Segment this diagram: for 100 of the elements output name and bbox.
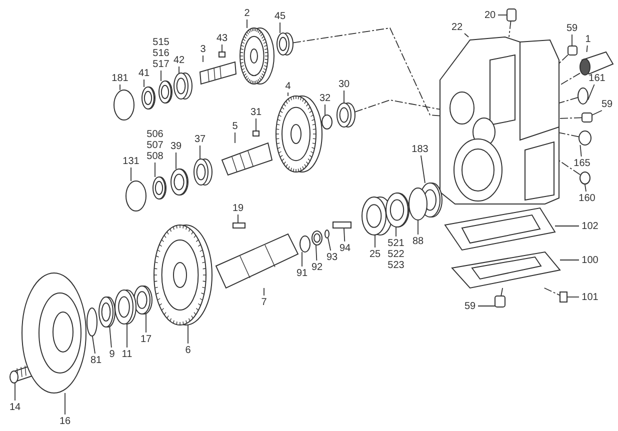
- callout-number: 16: [58, 416, 72, 426]
- callout-number: 2: [243, 8, 251, 18]
- leader-line: [154, 162, 156, 178]
- input-pinion-drawing: [580, 51, 614, 76]
- bolt-drawing: [332, 222, 352, 228]
- leader-line: [498, 14, 508, 16]
- callout-number: 506 507 508: [145, 128, 165, 162]
- washer-drawing: [324, 230, 330, 238]
- assembly-centerline: [500, 288, 504, 296]
- assembly-centerline: [292, 28, 440, 116]
- cover-cap-drawing: [114, 90, 134, 120]
- assembly-centerline: [558, 97, 578, 104]
- leader-line: [464, 33, 469, 38]
- gear-drawing: [240, 28, 274, 84]
- assembly-centerline: [558, 54, 568, 64]
- callout-number: 17: [139, 334, 153, 344]
- callout-number: 91: [295, 268, 309, 278]
- leader-line: [234, 132, 236, 144]
- leader-line: [580, 144, 582, 157]
- shim-ring-drawing: [158, 80, 172, 104]
- callout-number: 88: [411, 236, 425, 246]
- bearing-drawing: [114, 290, 136, 324]
- callout-number: 59: [463, 300, 477, 312]
- callout-number: 515 516 517: [151, 36, 171, 70]
- callout-number: 59: [600, 98, 614, 110]
- leader-line: [92, 336, 96, 354]
- assembly-centerline: [544, 288, 560, 296]
- callout-number: 81: [89, 354, 103, 366]
- callout-number: 7: [260, 296, 268, 308]
- sight-glass-drawing: [578, 130, 592, 146]
- leader-line: [328, 238, 332, 251]
- cap-drawing: [578, 88, 588, 104]
- callout-number: 41: [137, 68, 151, 78]
- leader-line: [109, 326, 112, 348]
- leader-line: [584, 184, 586, 192]
- shim-ring-drawing: [152, 176, 166, 200]
- leader-line: [374, 234, 376, 248]
- gear-drawing: [154, 224, 212, 326]
- callout-number: 11: [120, 348, 134, 360]
- bearing-drawing: [276, 32, 294, 56]
- plug-drawing: [494, 296, 506, 308]
- leader-line: [126, 324, 128, 348]
- callout-number: 131: [121, 156, 141, 166]
- callout-number: 37: [193, 134, 207, 144]
- leader-line: [130, 167, 132, 182]
- pinion-shaft-drawing: [221, 142, 273, 176]
- plug-drawing: [582, 112, 592, 122]
- leader-line: [420, 155, 426, 184]
- key-drawing: [232, 222, 246, 228]
- leader-line: [324, 104, 326, 116]
- callout-number: 31: [249, 106, 263, 118]
- output-shaft-drawing: [215, 233, 299, 289]
- spacer-drawing: [322, 114, 332, 130]
- bearing-drawing: [174, 72, 192, 100]
- bolt-drawing: [560, 292, 568, 302]
- assembly-centerline: [558, 72, 580, 86]
- assembly-centerline: [558, 160, 580, 176]
- pinion-shaft-drawing: [199, 61, 237, 85]
- leader-line: [14, 382, 16, 401]
- key-drawing: [252, 130, 260, 136]
- callout-number: 160: [577, 192, 597, 204]
- circlip-drawing: [300, 236, 310, 252]
- callout-number: 30: [337, 78, 351, 90]
- key-drawing: [218, 52, 226, 58]
- circlip-drawing: [170, 168, 188, 196]
- leader-line: [178, 66, 180, 74]
- leader-line: [246, 19, 248, 28]
- leader-line: [586, 45, 588, 52]
- callout-number: 14: [8, 402, 22, 412]
- leader-line: [592, 110, 602, 116]
- leader-line: [588, 84, 595, 100]
- leader-line: [566, 296, 580, 298]
- circlip-drawing: [142, 86, 156, 110]
- callout-number: 20: [483, 10, 497, 20]
- callout-number: 165: [572, 158, 592, 168]
- assembly-centerline: [508, 20, 512, 38]
- callout-number: 92: [310, 262, 324, 272]
- callout-number: 1: [584, 34, 592, 44]
- leader-line: [202, 55, 204, 62]
- callout-number: 45: [273, 10, 287, 22]
- o-ring-drawing: [86, 308, 98, 336]
- callout-number: 183: [410, 144, 430, 154]
- assembly-centerline: [354, 100, 440, 112]
- washer-drawing: [312, 230, 322, 246]
- cover-plate-drawing: [451, 251, 561, 289]
- plug-drawing: [580, 172, 590, 184]
- callout-number: 22: [450, 22, 464, 32]
- callout-number: 94: [338, 242, 352, 254]
- callout-number: 521 522 523: [386, 238, 406, 270]
- bearing-drawing: [336, 102, 356, 128]
- leader-line: [316, 244, 318, 261]
- callout-number: 5: [231, 120, 239, 132]
- leader-line: [160, 70, 162, 82]
- callout-number: 25: [368, 248, 382, 260]
- callout-number: 43: [215, 32, 229, 44]
- circlip-drawing: [408, 188, 428, 220]
- breather-drawing: [506, 8, 516, 22]
- callout-number: 32: [318, 92, 332, 104]
- assembly-centerline: [558, 132, 580, 138]
- cover-plate-drawing: [444, 207, 556, 251]
